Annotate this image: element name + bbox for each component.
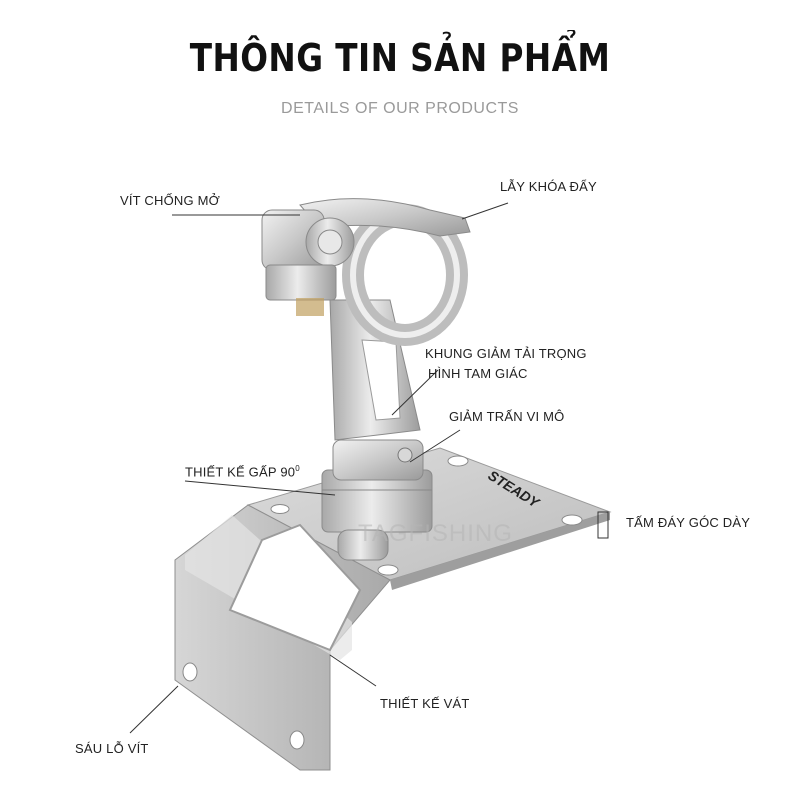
degree-mark: 0 xyxy=(295,464,300,473)
clamp-ring xyxy=(261,198,471,346)
label-micro-damping: GIẢM TRẤN VI MÔ xyxy=(449,409,565,424)
hinge-assembly xyxy=(321,439,433,561)
label-triangle-frame-line1: KHUNG GIẢM TẢI TRỌNG xyxy=(425,346,587,361)
page-subtitle: DETAILS OF OUR PRODUCTS xyxy=(281,100,519,117)
label-fold-design: THIẾT KẾ GẤP 900 xyxy=(185,464,300,479)
callout-lines xyxy=(129,202,509,734)
watermark: TAGFISHING xyxy=(358,520,513,547)
label-fold-design-text: THIẾT KẾ GẤP 90 xyxy=(185,464,296,480)
beveled-flap xyxy=(174,504,391,771)
label-push-lock-latch: LẪY KHÓA ĐẨY xyxy=(500,179,597,194)
thickness-marker xyxy=(597,511,609,539)
label-six-screw-holes: SÁU LỖ VÍT xyxy=(75,741,149,756)
label-anti-open-screw: VÍT CHỐNG MỞ xyxy=(120,193,220,208)
label-triangle-frame-line2: HÌNH TAM GIÁC xyxy=(428,366,528,381)
page-title: THÔNG TIN SẢN PHẨM xyxy=(189,36,611,80)
label-beveled-design: THIẾT KẾ VÁT xyxy=(380,696,470,711)
label-thick-base-plate: TẤM ĐÁY GÓC DÀY xyxy=(626,515,751,530)
